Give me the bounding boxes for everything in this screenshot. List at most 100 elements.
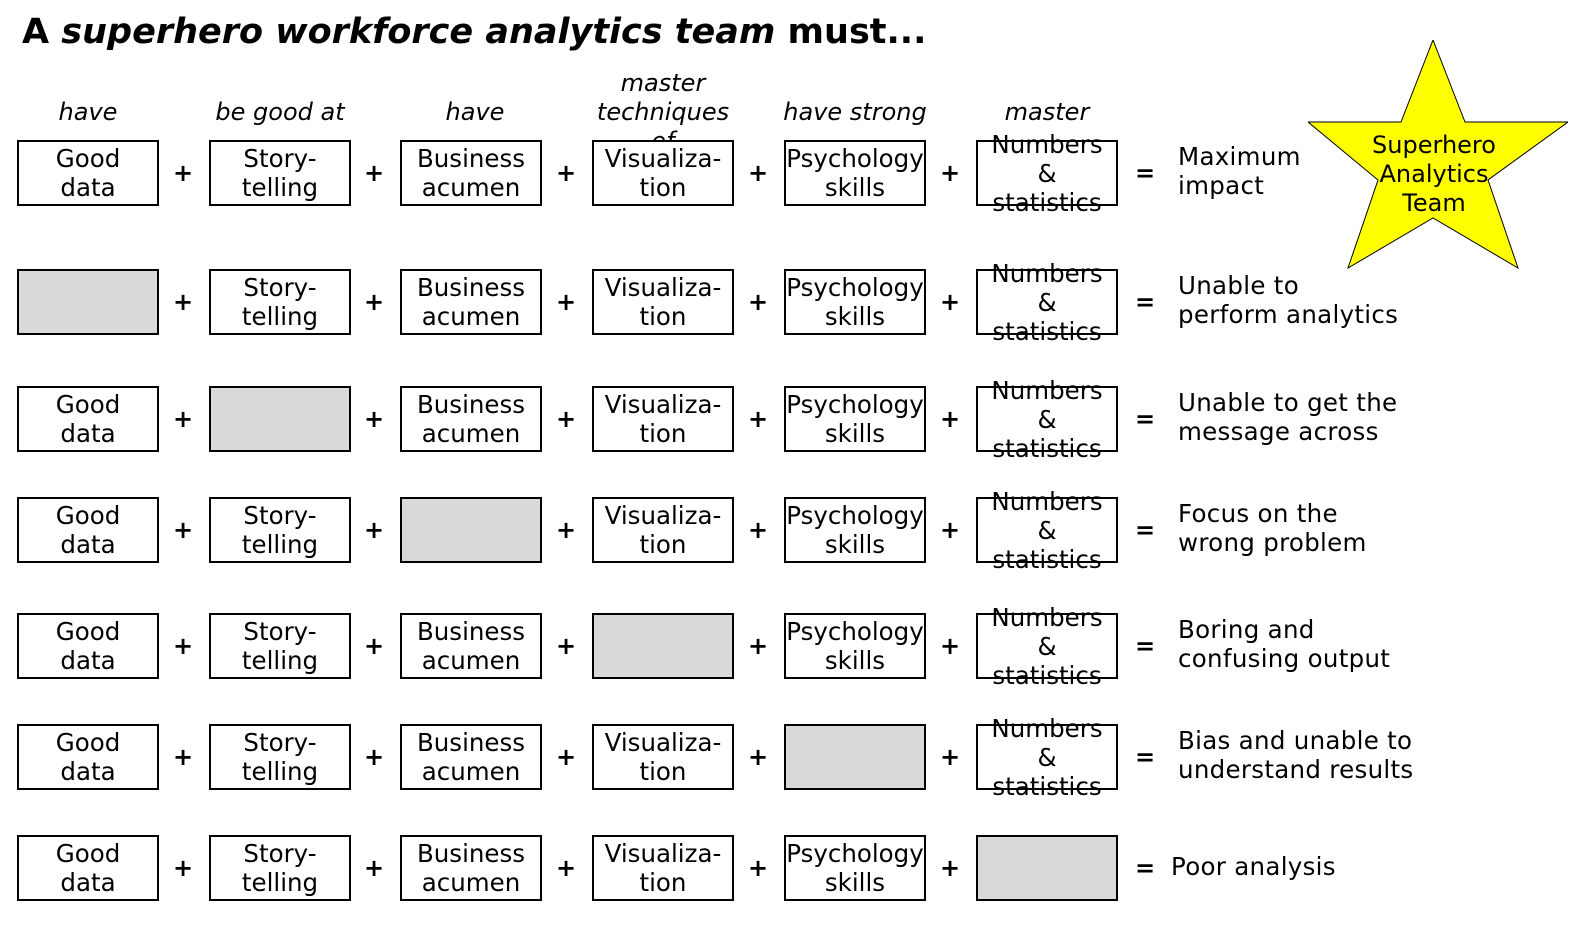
missing-component-box [209,386,351,452]
plus-operator: + [939,632,961,660]
component-box: Psychology skills [784,835,926,901]
component-box: Visualiza- tion [592,386,734,452]
component-box: Business acumen [400,269,542,335]
plus-operator: + [172,632,194,660]
plus-operator: + [555,632,577,660]
component-box: Good data [17,386,159,452]
plus-operator: + [939,854,961,882]
plus-operator: + [747,159,769,187]
component-box: Good data [17,613,159,679]
plus-operator: + [172,854,194,882]
missing-component-box [400,497,542,563]
plus-operator: + [555,159,577,187]
title-suffix: must... [775,12,927,52]
component-box: Psychology skills [784,140,926,206]
component-box: Numbers & statistics [976,603,1118,690]
component-box: Psychology skills [784,613,926,679]
component-box: Story- telling [209,140,351,206]
result-text: Poor analysis [1171,851,1336,881]
plus-operator: + [172,159,194,187]
component-box: Psychology skills [784,269,926,335]
result-text: Focus on the wrong problem [1178,499,1367,557]
plus-operator: + [747,854,769,882]
component-box: Psychology skills [784,497,926,563]
plus-operator: + [747,632,769,660]
result-text: Bias and unable to understand results [1178,726,1414,784]
component-box: Business acumen [400,140,542,206]
component-box: Psychology skills [784,386,926,452]
page-title: A superhero workforce analytics team mus… [22,10,926,54]
column-header-5: have strong [783,98,927,126]
column-header-4: master techniques of [596,69,730,155]
missing-component-box [976,835,1118,901]
plus-operator: + [555,854,577,882]
star-icon [1308,40,1568,270]
plus-operator: + [363,288,385,316]
component-box: Business acumen [400,613,542,679]
component-box: Numbers & statistics [976,259,1118,346]
component-box: Visualiza- tion [592,497,734,563]
result-text: Unable to get the message across [1178,388,1398,446]
plus-operator: + [172,288,194,316]
component-box: Visualiza- tion [592,269,734,335]
plus-operator: + [555,288,577,316]
component-box: Good data [17,497,159,563]
component-box: Business acumen [400,835,542,901]
plus-operator: + [363,854,385,882]
equals-operator: = [1134,743,1156,771]
equals-operator: = [1134,159,1156,187]
missing-component-box [784,724,926,790]
equals-operator: = [1134,854,1156,882]
plus-operator: + [747,516,769,544]
component-box: Story- telling [209,269,351,335]
plus-operator: + [555,405,577,433]
equals-operator: = [1134,516,1156,544]
column-header-1: have [58,98,118,126]
equals-operator: = [1134,632,1156,660]
plus-operator: + [363,743,385,771]
plus-operator: + [555,743,577,771]
plus-operator: + [939,743,961,771]
column-header-6: master [1004,98,1090,126]
plus-operator: + [363,405,385,433]
plus-operator: + [939,405,961,433]
missing-component-box [592,613,734,679]
component-box: Good data [17,835,159,901]
missing-component-box [17,269,159,335]
component-box: Business acumen [400,386,542,452]
equals-operator: = [1134,288,1156,316]
component-box: Numbers & statistics [976,487,1118,574]
plus-operator: + [939,159,961,187]
component-box: Visualiza- tion [592,835,734,901]
plus-operator: + [555,516,577,544]
plus-operator: + [747,405,769,433]
column-header-3: have [445,98,505,126]
result-text: Boring and confusing output [1178,615,1391,673]
component-box: Story- telling [209,497,351,563]
plus-operator: + [747,288,769,316]
plus-operator: + [363,632,385,660]
title-prefix: A [22,12,62,52]
plus-operator: + [939,516,961,544]
column-header-2: be good at [215,98,345,126]
component-box: Story- telling [209,835,351,901]
component-box: Numbers & statistics [976,376,1118,463]
component-box: Story- telling [209,724,351,790]
star-label: Superhero Analytics Team [1372,131,1496,217]
component-box: Numbers & statistics [976,130,1118,217]
plus-operator: + [363,159,385,187]
component-box: Visualiza- tion [592,140,734,206]
plus-operator: + [363,516,385,544]
plus-operator: + [939,288,961,316]
component-box: Numbers & statistics [976,714,1118,801]
plus-operator: + [172,743,194,771]
result-text: Maximum impact [1178,142,1301,200]
component-box: Business acumen [400,724,542,790]
plus-operator: + [172,405,194,433]
plus-operator: + [172,516,194,544]
component-box: Good data [17,724,159,790]
result-text: Unable to perform analytics [1178,271,1399,329]
component-box: Good data [17,140,159,206]
equals-operator: = [1134,405,1156,433]
title-emphasis: superhero workforce analytics team [61,12,776,52]
